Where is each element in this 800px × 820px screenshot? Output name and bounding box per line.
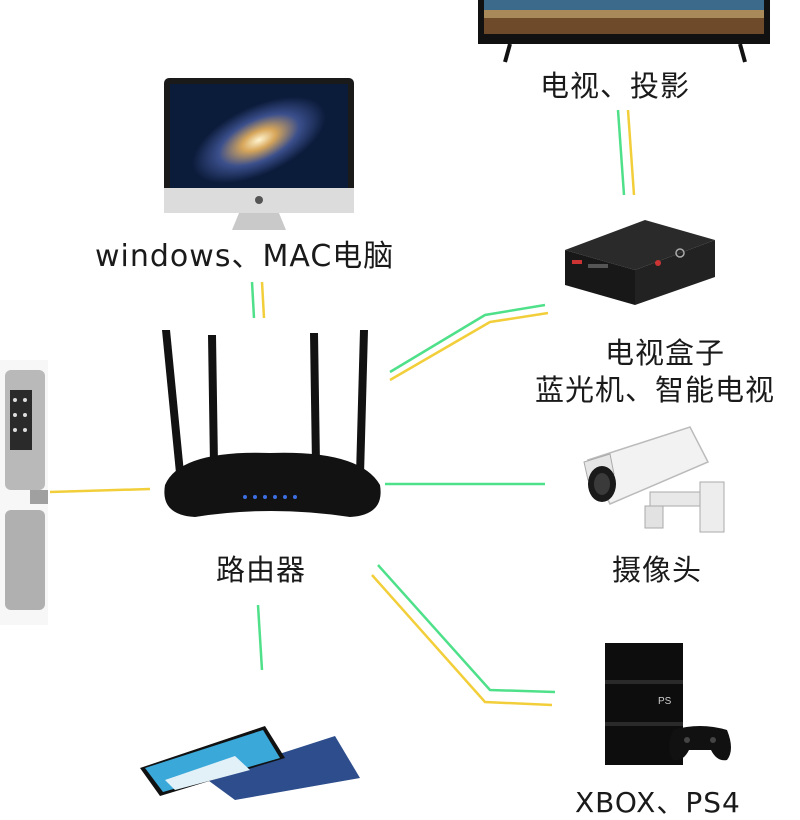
gamepad-icon: [665, 720, 735, 765]
tv-label: 电视、投影: [540, 68, 690, 104]
svg-text:PS: PS: [658, 696, 672, 707]
mini-pc-icon: [560, 215, 720, 307]
security-camera-icon: [580, 422, 740, 537]
wire-router-lock: [50, 489, 150, 492]
wifi-router-icon: [150, 325, 395, 525]
wire-router-console-yellow: [372, 575, 552, 705]
console-label: XBOX、PS4: [575, 785, 741, 820]
smart-lock-icon: [0, 360, 48, 625]
smartphone-icon: [135, 718, 365, 800]
wire-router-phone: [258, 605, 262, 670]
wire-router-pc-green: [252, 282, 254, 318]
tv-icon: [470, 0, 780, 70]
router-label: 路由器: [216, 552, 306, 588]
tvbox-label-line1: 电视盒子: [605, 335, 725, 371]
imac-icon: [164, 78, 354, 233]
wire-router-tvbox-yellow: [390, 313, 548, 380]
wire-tv-box-green: [618, 110, 624, 195]
camera-label: 摄像头: [612, 552, 702, 588]
wire-router-pc-yellow: [262, 282, 264, 318]
wire-router-tvbox-green: [390, 305, 545, 372]
wire-tv-box-yellow: [628, 110, 634, 195]
wire-router-console-green: [378, 565, 555, 692]
tvbox-label-line2: 蓝光机、智能电视: [535, 372, 775, 408]
pc-label: windows、MAC电脑: [95, 238, 394, 276]
